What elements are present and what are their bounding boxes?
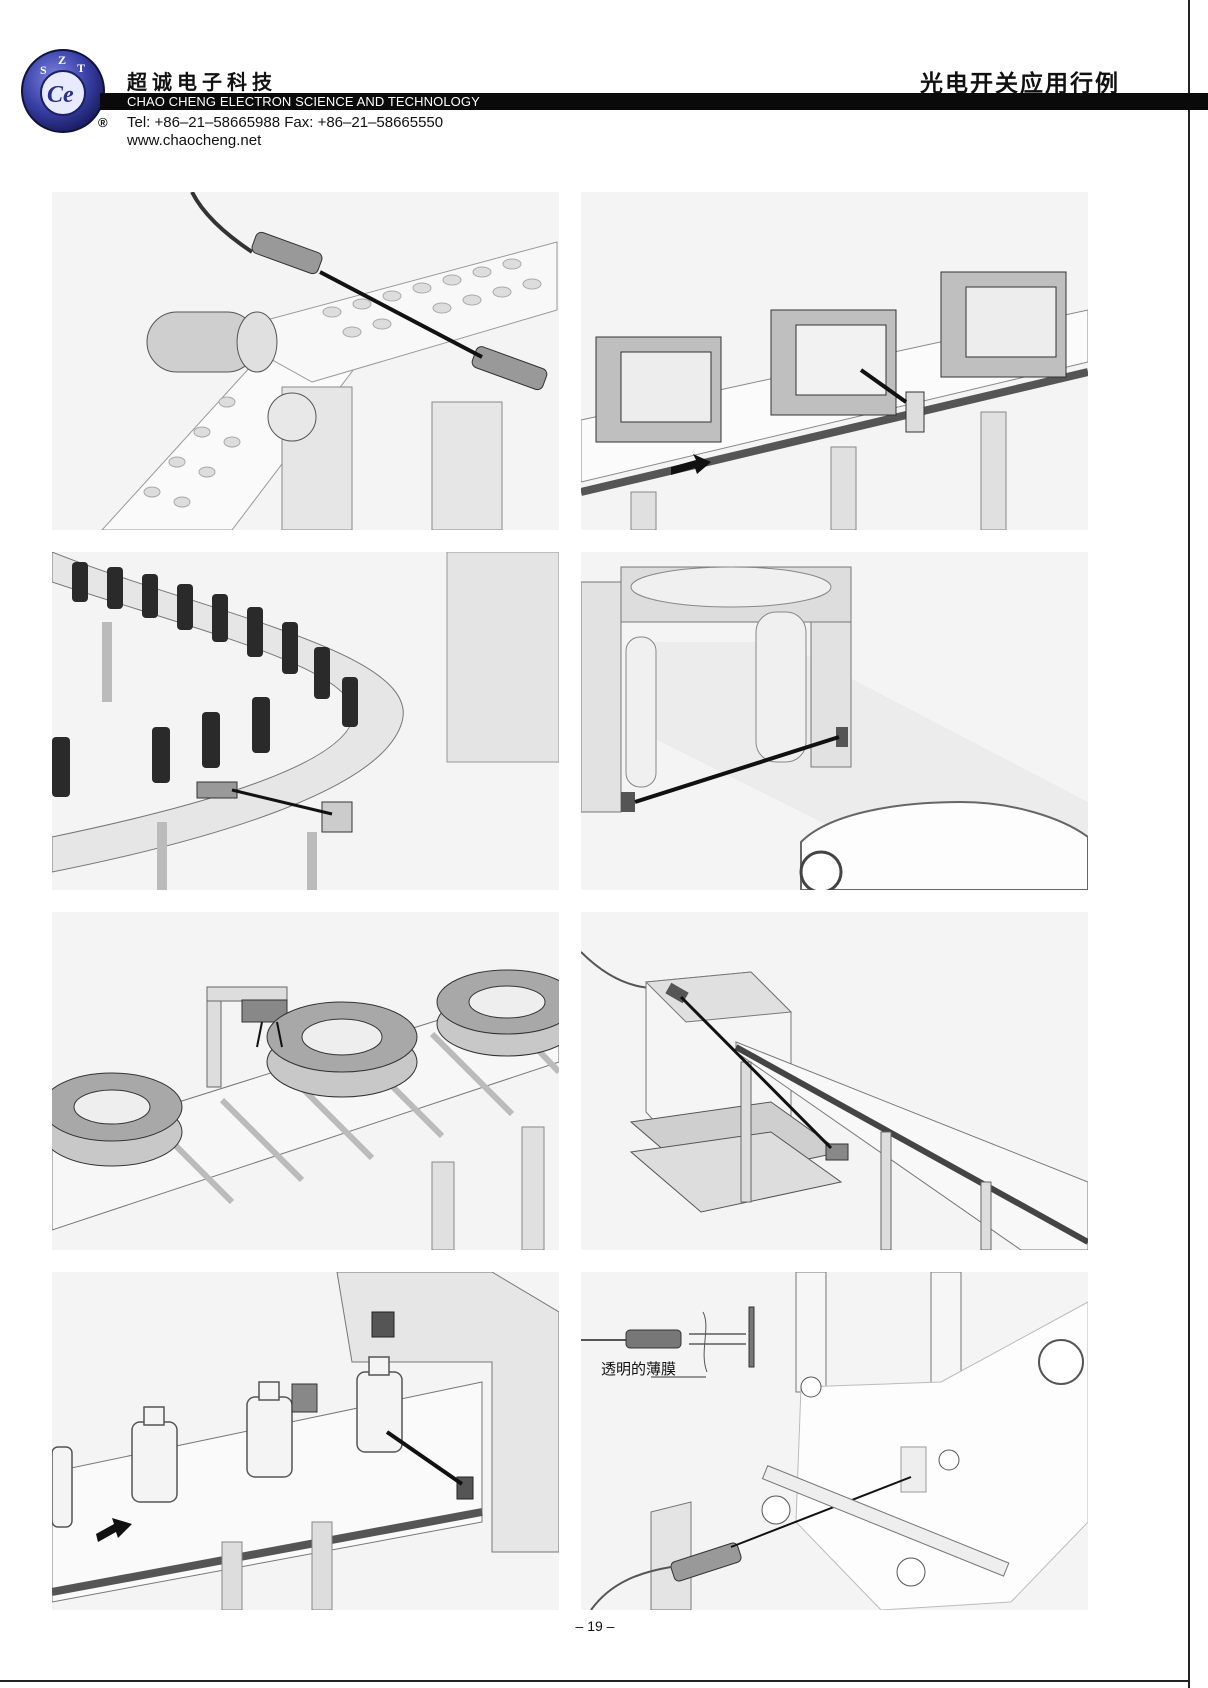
illustration-monitors-conveyor [581,192,1088,530]
registered-mark: ® [98,115,108,130]
illustration-tyre-conveyor [52,912,559,1250]
page-number: – 19 – [575,1618,615,1634]
svg-text:Z: Z [58,53,66,67]
page-frame-right [1188,0,1190,1688]
page-title: 光电开关应用行例 [920,70,1120,96]
illustration-pallet-conveyor [581,912,1088,1250]
tel-fax: Tel: +86–21–58665988 Fax: +86–21–5866555… [127,114,444,131]
page-frame-bottom [0,1680,1190,1682]
company-name-en: CHAO CHENG ELECTRON SCIENCE AND TECHNOLO… [127,94,480,109]
illustration-perforated-film [52,192,559,530]
illustration-car-wash [581,552,1088,890]
contact-info: Tel: +86–21–58665988 Fax: +86–21–5866555… [127,114,443,150]
svg-text:T: T [77,61,85,75]
company-logo: S Z T Ce [21,49,105,133]
illustration-transparent-film: 透明的薄膜 [581,1272,1088,1610]
film-label: 透明的薄膜 [601,1360,676,1378]
company-name-cn: 超诚电子科技 [127,72,277,94]
svg-text:S: S [40,63,47,77]
header-bar: CHAO CHENG ELECTRON SCIENCE AND TECHNOLO… [100,93,1208,110]
illustration-bottle-tunnel [52,1272,559,1610]
website: www.chaocheng.net [127,132,262,149]
svg-text:Ce: Ce [47,82,74,108]
illustration-bottle-conveyor [52,552,559,890]
